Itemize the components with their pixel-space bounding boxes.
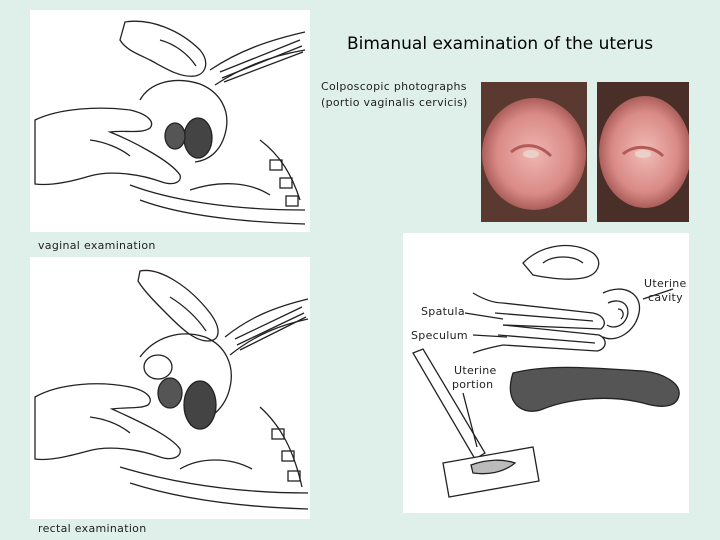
rectal-exam-illustration (30, 257, 310, 519)
colposcopy-caption-line1: Colposcopic photographs (321, 80, 467, 93)
label-uterine-cavity-line2: cavity (648, 291, 683, 304)
vaginal-exam-caption: vaginal examination (38, 239, 156, 252)
label-uterine-cavity-line1: Uterine (644, 277, 687, 290)
speculum-drawing (412, 244, 680, 498)
speculum-spatula-diagram (403, 233, 689, 513)
label-spatula: Spatula (421, 305, 465, 318)
slide-title: Bimanual examination of the uterus (347, 34, 654, 54)
vaginal-exam-illustration (30, 10, 310, 232)
rectal-exam-drawing (34, 269, 309, 510)
cervix-image-left (481, 82, 587, 222)
cervix-image-right (597, 82, 689, 222)
label-uterine-portion-line1: Uterine (454, 364, 497, 377)
label-uterine-portion-line2: portion (452, 378, 494, 391)
colposcopy-caption-line2: (portio vaginalis cervicis) (321, 96, 468, 109)
colposcopic-photo-right (597, 82, 689, 222)
vaginal-exam-drawing (34, 20, 306, 225)
colposcopic-photo-left (481, 82, 587, 222)
label-speculum: Speculum (411, 329, 468, 342)
rectal-exam-caption: rectal examination (38, 522, 147, 535)
